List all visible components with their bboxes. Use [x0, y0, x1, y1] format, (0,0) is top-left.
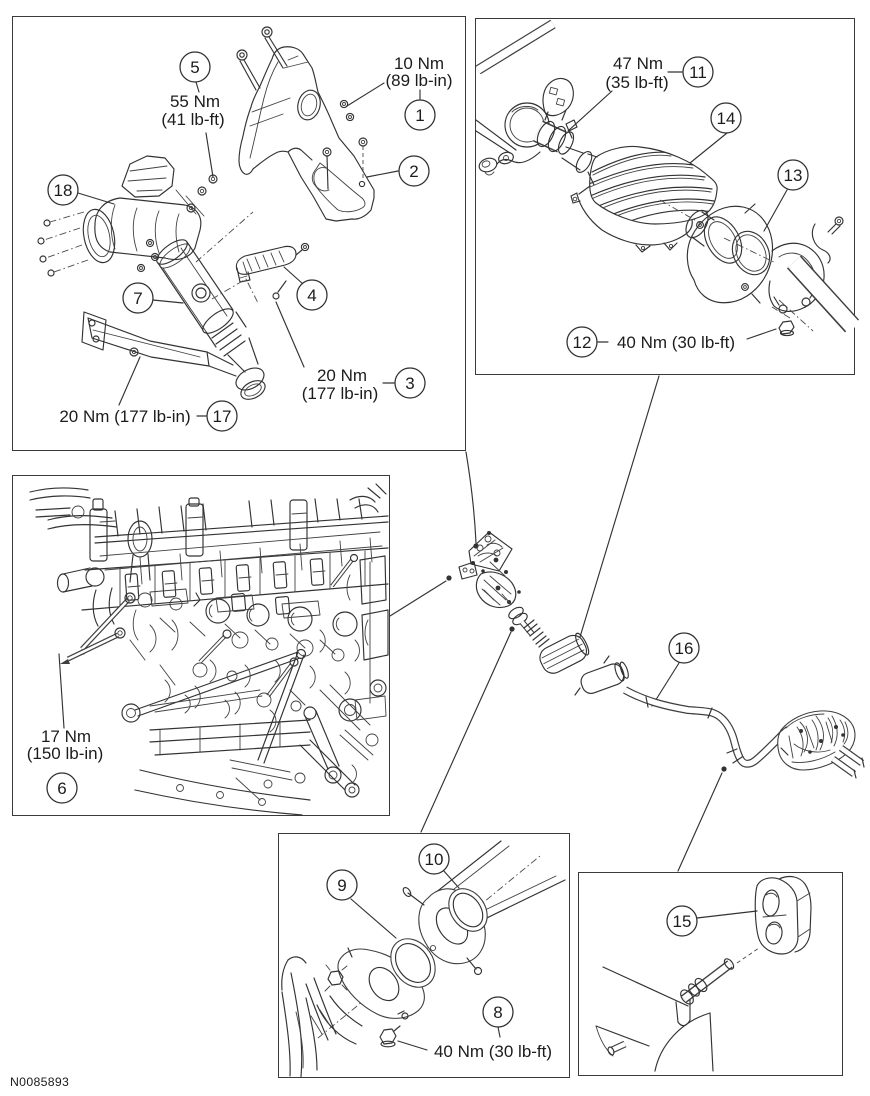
- svg-text:14: 14: [717, 109, 736, 128]
- svg-text:9: 9: [337, 876, 346, 895]
- svg-text:3: 3: [405, 374, 414, 393]
- svg-text:7: 7: [133, 289, 142, 308]
- svg-text:47 Nm: 47 Nm: [613, 54, 663, 73]
- svg-text:4: 4: [307, 286, 316, 305]
- svg-text:15: 15: [673, 912, 692, 931]
- svg-text:(41 lb-ft): (41 lb-ft): [161, 110, 224, 129]
- svg-text:10: 10: [425, 850, 444, 869]
- svg-text:12: 12: [573, 333, 592, 352]
- svg-text:6: 6: [57, 779, 66, 798]
- svg-text:40 Nm (30 lb-ft): 40 Nm (30 lb-ft): [617, 333, 735, 352]
- svg-text:17: 17: [213, 407, 232, 426]
- svg-text:40 Nm (30 lb-ft): 40 Nm (30 lb-ft): [434, 1042, 552, 1061]
- svg-text:1: 1: [415, 106, 424, 125]
- svg-text:18: 18: [54, 181, 73, 200]
- svg-text:20 Nm: 20 Nm: [317, 366, 367, 385]
- svg-text:(89 lb-in): (89 lb-in): [385, 71, 452, 90]
- svg-text:8: 8: [493, 1003, 502, 1022]
- svg-text:(35 lb-ft): (35 lb-ft): [605, 73, 668, 92]
- svg-text:2: 2: [409, 162, 418, 181]
- svg-text:55 Nm: 55 Nm: [170, 92, 220, 111]
- svg-text:(150 lb-in): (150 lb-in): [27, 744, 104, 763]
- svg-text:17 Nm: 17 Nm: [41, 727, 91, 746]
- svg-text:11: 11: [689, 63, 707, 82]
- svg-text:10 Nm: 10 Nm: [394, 54, 444, 73]
- svg-text:N0085893: N0085893: [10, 1075, 69, 1089]
- svg-text:13: 13: [784, 166, 803, 185]
- svg-text:5: 5: [190, 58, 199, 77]
- svg-text:20 Nm (177 lb-in): 20 Nm (177 lb-in): [59, 407, 190, 426]
- svg-text:(177 lb-in): (177 lb-in): [302, 384, 379, 403]
- svg-text:16: 16: [675, 639, 694, 658]
